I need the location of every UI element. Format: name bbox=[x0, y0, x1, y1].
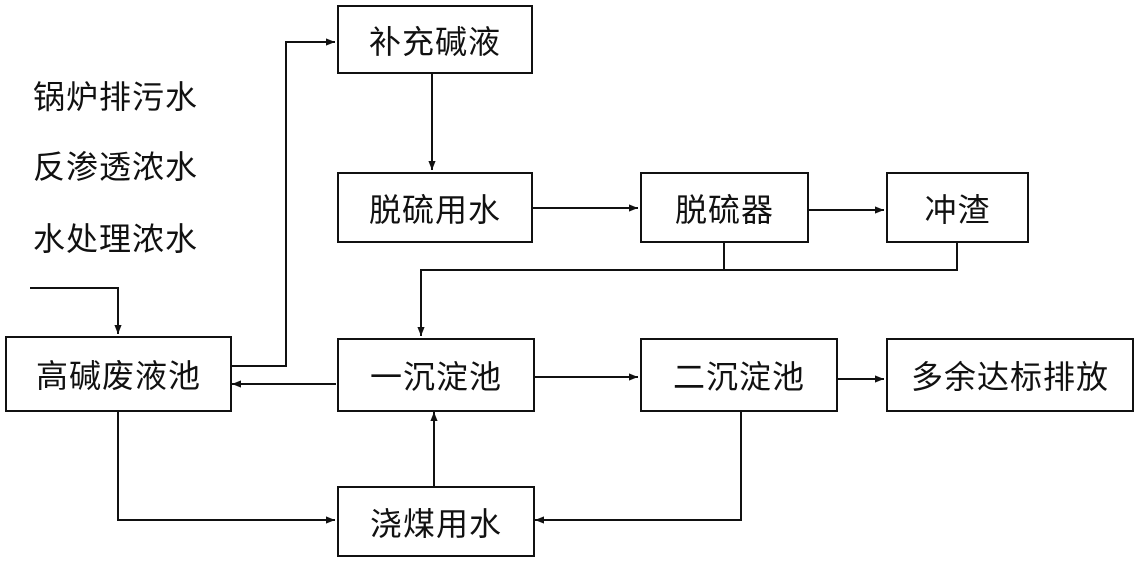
node-slag-flushing-label: 冲渣 bbox=[924, 190, 991, 229]
node-excess-discharge: 多余达标排放 bbox=[886, 338, 1134, 412]
node-alkali-supplement: 补充碱液 bbox=[337, 5, 533, 74]
node-high-alkali-pool: 高碱废液池 bbox=[5, 336, 232, 412]
arrow-high-alkali-pool-to-coal-sprinkling-water bbox=[117, 412, 335, 524]
input-water-treatment-concentrate-label: 水处理浓水 bbox=[33, 220, 199, 258]
arrow-secondary-settling-to-coal-sprinkling-water bbox=[535, 412, 742, 524]
node-coal-sprinkling-water-label: 浇煤用水 bbox=[369, 504, 502, 543]
node-alkali-supplement-label: 补充碱液 bbox=[368, 22, 501, 61]
node-desulfurizer: 脱硫器 bbox=[640, 172, 809, 243]
node-coal-sprinkling-water: 浇煤用水 bbox=[337, 486, 535, 557]
arrow-inputs-to-high-alkali-pool bbox=[30, 287, 122, 334]
arrow-slag-flushing-return-to-primary-settling bbox=[417, 243, 958, 336]
node-slag-flushing: 冲渣 bbox=[886, 172, 1029, 243]
input-ro-concentrate-label: 反渗透浓水 bbox=[33, 148, 199, 186]
node-high-alkali-pool-label: 高碱废液池 bbox=[35, 357, 201, 395]
node-primary-settling-label: 一沉淀池 bbox=[369, 358, 502, 396]
node-excess-discharge-label: 多余达标排放 bbox=[910, 358, 1109, 396]
node-desulfurization-water-label: 脱硫用水 bbox=[368, 190, 501, 229]
node-desulfurizer-label: 脱硫器 bbox=[674, 190, 774, 229]
node-primary-settling: 一沉淀池 bbox=[337, 338, 535, 412]
node-desulfurization-water: 脱硫用水 bbox=[337, 172, 533, 243]
node-secondary-settling: 二沉淀池 bbox=[640, 338, 838, 412]
input-boiler-blowdown-label: 锅炉排污水 bbox=[33, 78, 199, 116]
arrow-high-alkali-pool-to-alkali-supplement bbox=[230, 38, 335, 367]
node-secondary-settling-label: 二沉淀池 bbox=[672, 358, 805, 396]
